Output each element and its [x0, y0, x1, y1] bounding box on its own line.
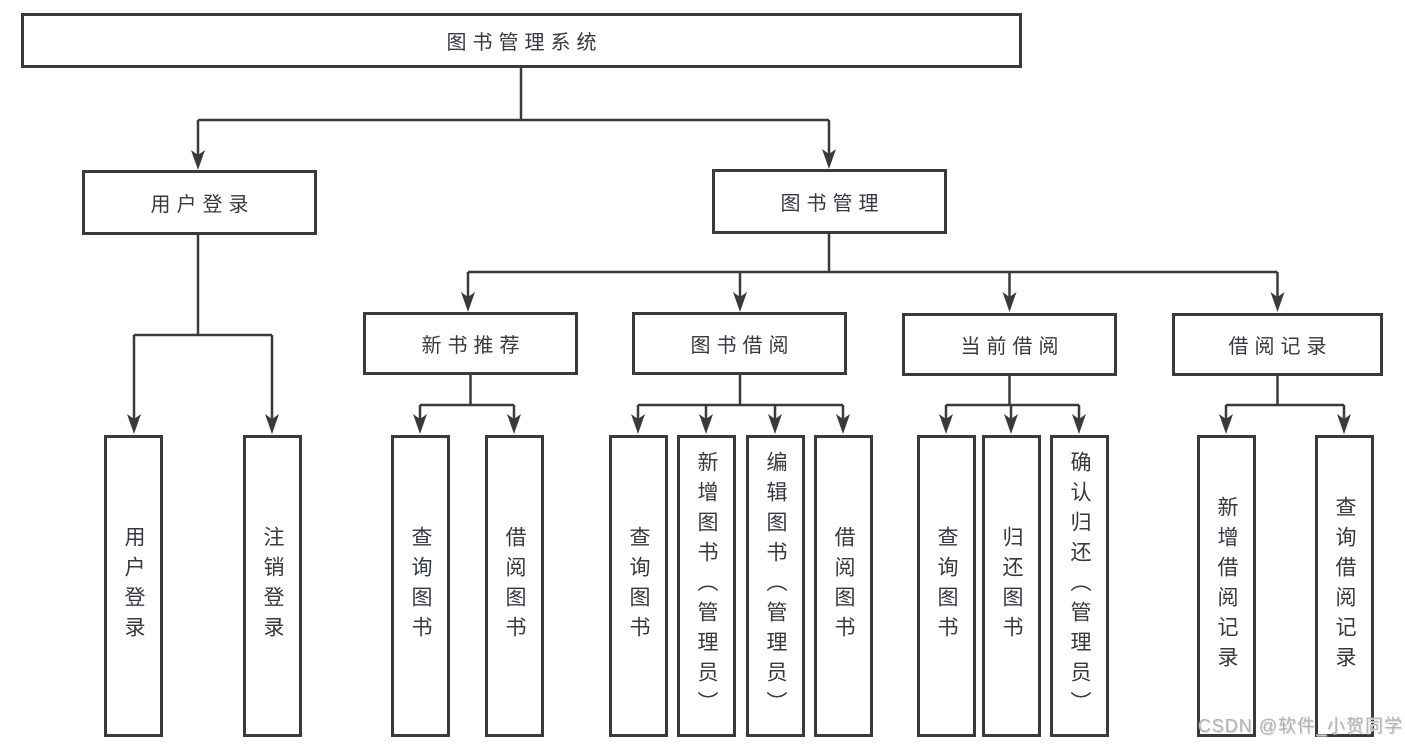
leaf-user-login: 用户登录: [104, 435, 163, 737]
connector-root: [191, 68, 836, 170]
connector-book-management: [461, 234, 1285, 312]
node-library-management-system: 图书管理系统: [21, 13, 1022, 68]
leaf-logout-label: 注销登录: [261, 526, 284, 646]
node-current-borrowing: 当前借阅: [902, 313, 1117, 376]
leaf-query-books-recommend-label: 查询图书: [409, 526, 432, 646]
connector-new-book-recommend: [413, 375, 521, 434]
leaf-add-borrow-record: 新增借阅记录: [1197, 435, 1256, 737]
leaf-query-books-borrowing: 查询图书: [609, 435, 668, 737]
leaf-query-borrow-record: 查询借阅记录: [1315, 435, 1374, 737]
leaf-user-login-label: 用户登录: [122, 526, 145, 646]
leaf-add-book-admin-label: 新增图书（管理员）: [695, 451, 718, 721]
leaf-borrow-books-recommend: 借阅图书: [485, 435, 544, 737]
leaf-query-books-borrowing-label: 查询图书: [627, 526, 650, 646]
connector-user-login: [127, 235, 279, 434]
node-book-borrowing: 图书借阅: [632, 312, 847, 375]
connector-book-borrowing: [631, 375, 850, 434]
node-new-book-recommend: 新书推荐: [363, 312, 578, 375]
leaf-query-books-current-label: 查询图书: [935, 526, 958, 646]
leaf-return-book: 归还图书: [982, 435, 1041, 737]
leaf-borrow-books-recommend-label: 借阅图书: [503, 526, 526, 646]
leaf-query-books-recommend: 查询图书: [391, 435, 450, 737]
connector-current-borrowing: [939, 376, 1086, 434]
leaf-confirm-return-admin: 确认归还（管理员）: [1050, 435, 1109, 737]
leaf-logout: 注销登录: [243, 435, 302, 737]
leaf-query-borrow-record-label: 查询借阅记录: [1333, 496, 1356, 676]
connector-borrowing-records: [1219, 376, 1351, 434]
leaf-add-book-admin: 新增图书（管理员）: [677, 435, 736, 737]
leaf-add-borrow-record-label: 新增借阅记录: [1215, 496, 1238, 676]
node-user-login: 用户登录: [82, 170, 317, 235]
leaf-edit-book-admin: 编辑图书（管理员）: [746, 435, 805, 737]
node-borrowing-records: 借阅记录: [1172, 313, 1383, 376]
watermark-text: CSDN @软件_小贺同学: [1197, 716, 1403, 736]
leaf-return-book-label: 归还图书: [1000, 526, 1023, 646]
leaf-edit-book-admin-label: 编辑图书（管理员）: [764, 451, 787, 721]
leaf-confirm-return-admin-label: 确认归还（管理员）: [1068, 451, 1091, 721]
leaf-borrow-books-borrowing-label: 借阅图书: [832, 526, 855, 646]
leaf-borrow-books-borrowing: 借阅图书: [814, 435, 873, 737]
node-book-management: 图书管理: [712, 169, 947, 234]
leaf-query-books-current: 查询图书: [917, 435, 976, 737]
